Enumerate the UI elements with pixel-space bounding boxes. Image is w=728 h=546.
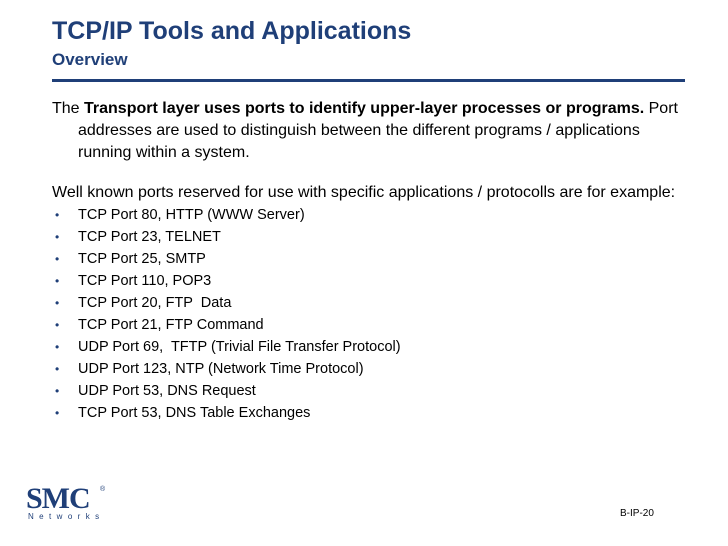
list-item-text: TCP Port 23, TELNET <box>78 229 221 245</box>
logo-subtext: Networks <box>28 512 105 521</box>
bullet-icon: • <box>55 252 60 266</box>
list-item: • UDP Port 123, NTP (Network Time Protoco… <box>52 358 682 380</box>
logo-registered-mark: ® <box>100 486 106 493</box>
list-item: • UDP Port 69, TFTP (Trivial File Transfe… <box>52 336 682 358</box>
list-item: • TCP Port 110, POP3 <box>52 270 682 292</box>
list-item-text: TCP Port 20, FTP Data <box>78 295 232 311</box>
logo-wordmark: SMC <box>26 482 91 515</box>
slide-title: TCP/IP Tools and Applications <box>52 17 412 45</box>
list-item-text: TCP Port 110, POP3 <box>78 273 212 289</box>
bullet-icon: • <box>55 406 60 420</box>
bullet-icon: • <box>55 340 60 354</box>
list-item-text: TCP Port 80, HTTP (WWW Server) <box>78 207 305 223</box>
smc-networks-logo: SMC ® Networks <box>26 484 130 524</box>
list-item: • TCP Port 21, FTP Command <box>52 314 682 336</box>
title-divider <box>52 79 685 82</box>
bullet-icon: • <box>55 384 60 398</box>
list-item: • TCP Port 20, FTP Data <box>52 292 682 314</box>
bullet-icon: • <box>55 362 60 376</box>
intro-bold-text: Transport layer uses ports to identify u… <box>84 100 645 117</box>
slide-subtitle: Overview <box>52 50 128 69</box>
list-item: • TCP Port 23, TELNET <box>52 226 682 248</box>
list-item-text: UDP Port 53, DNS Request <box>78 383 256 399</box>
list-item: • TCP Port 80, HTTP (WWW Server) <box>52 204 682 226</box>
bullet-icon: • <box>55 274 60 288</box>
bullet-icon: • <box>55 208 60 222</box>
list-item: • TCP Port 53, DNS Table Exchanges <box>52 402 682 424</box>
bullet-icon: • <box>55 318 60 332</box>
slide-number: B-IP-20 <box>620 508 654 519</box>
ports-intro-paragraph: Well known ports reserved for use with s… <box>52 184 676 201</box>
bullet-icon: • <box>55 230 60 244</box>
intro-prefix: The <box>52 100 85 117</box>
list-item-text: UDP Port 123, NTP (Network Time Protocol… <box>78 361 364 377</box>
slide-content: The Transport layer uses ports to identi… <box>52 98 682 424</box>
list-item: • TCP Port 25, SMTP <box>52 248 682 270</box>
ports-list: • TCP Port 80, HTTP (WWW Server) • TCP Por… <box>52 204 682 424</box>
list-item-text: UDP Port 69, TFTP (Trivial File Transfer… <box>78 339 401 355</box>
list-item: • UDP Port 53, DNS Request <box>52 380 682 402</box>
list-item-text: TCP Port 25, SMTP <box>78 251 206 267</box>
bullet-icon: • <box>55 296 60 310</box>
intro-rest-text: Port addresses are used to distinguish b… <box>78 100 678 161</box>
intro-paragraph: The Transport layer uses ports to identi… <box>52 98 682 164</box>
list-item-text: TCP Port 21, FTP Command <box>78 317 264 333</box>
list-item-text: TCP Port 53, DNS Table Exchanges <box>78 405 311 421</box>
